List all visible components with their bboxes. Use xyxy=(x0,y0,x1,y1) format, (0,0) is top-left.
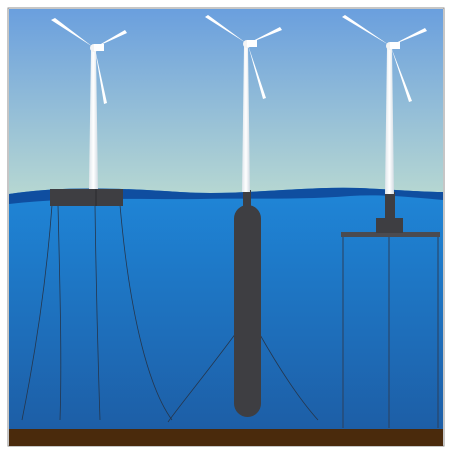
tower-barge xyxy=(89,50,98,189)
turbine-spar xyxy=(167,15,319,423)
rotor-tension-leg xyxy=(342,15,427,102)
spar-neck xyxy=(243,190,251,210)
tension-leg-tendons xyxy=(342,236,439,428)
tlp-submerged-platform xyxy=(341,232,440,237)
rotor-barge xyxy=(51,18,127,104)
seabed xyxy=(9,429,443,446)
mooring-lines-barge xyxy=(21,204,173,421)
mooring-lines-spar xyxy=(167,332,319,423)
tower-spar xyxy=(242,46,250,192)
tower-tension-leg xyxy=(385,48,394,194)
spar-buoy xyxy=(234,205,261,417)
barge-platform xyxy=(50,189,123,206)
rotor-spar xyxy=(205,15,282,99)
turbine-tension-leg xyxy=(341,15,440,428)
sky xyxy=(9,9,443,194)
sea xyxy=(9,187,443,430)
tlp-hub xyxy=(376,218,403,233)
tlp-column xyxy=(385,192,395,220)
turbine-barge xyxy=(21,18,173,421)
